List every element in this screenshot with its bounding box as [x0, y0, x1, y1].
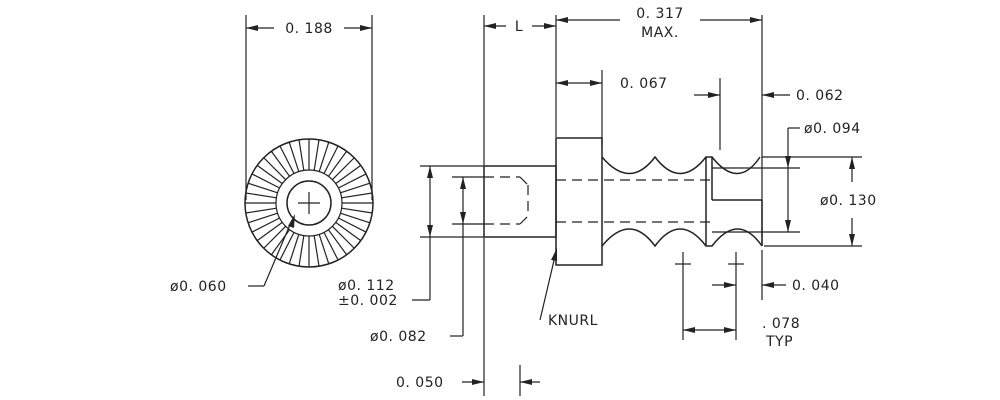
- knurl-ray: [298, 235, 305, 267]
- knurl-head: [555, 137, 603, 266]
- grooved-body-bottom: [601, 228, 763, 248]
- knurl-ray: [288, 141, 300, 172]
- knurl-ray: [327, 229, 348, 256]
- knurl-ray: [279, 232, 295, 261]
- dim-0112-label: ø0. 112: [338, 278, 395, 294]
- bore-circle: [286, 180, 332, 226]
- knurl-label: KNURL: [548, 313, 598, 329]
- dim-L-label: L: [515, 19, 523, 35]
- knurl-ray: [279, 145, 295, 174]
- dim-tol-label: ±0. 002: [338, 293, 398, 309]
- knurl-ray: [318, 234, 330, 265]
- dim-0130-label: ø0. 130: [820, 193, 877, 209]
- knurl-ray: [247, 182, 278, 194]
- knurl-ray: [263, 225, 287, 249]
- knurl-ray: [270, 150, 291, 177]
- knurl-rays: [245, 139, 373, 267]
- knurl-ray: [313, 235, 320, 267]
- dim-0317-label: 0. 317: [636, 6, 684, 22]
- knurl-ray: [245, 207, 277, 214]
- knurl-ray: [335, 164, 362, 185]
- knurl-ray: [298, 139, 305, 171]
- dim-0060-label: ø0. 060: [170, 279, 227, 295]
- dim-0094-label: ø0. 094: [804, 121, 861, 137]
- dim-0050-label: 0. 050: [396, 375, 444, 391]
- dim-typ-label: TYP: [765, 334, 793, 350]
- knurl-ray: [323, 232, 339, 261]
- side-view: L 0. 317 MAX. 0. 067 0. 062 ø0. 094: [338, 6, 877, 396]
- knurl-ray: [331, 225, 355, 249]
- knurl-ray: [338, 217, 367, 233]
- knurl-ray: [251, 217, 280, 233]
- dim-0040-label: 0. 040: [792, 278, 840, 294]
- knurl-ray: [341, 192, 373, 199]
- knurl-ray: [263, 157, 287, 181]
- knurl-ray: [323, 145, 339, 174]
- dim-0082-label: ø0. 082: [370, 329, 427, 345]
- end-view: 0. 188 ø0. 060: [170, 15, 374, 295]
- knurl-ray: [318, 141, 330, 172]
- dim-0062-label: 0. 062: [796, 88, 844, 104]
- knurl-ray: [327, 150, 348, 177]
- knurl-ray: [288, 234, 300, 265]
- knurl-ray: [247, 212, 278, 224]
- grooved-body-top: [601, 155, 761, 175]
- dim-0188-label: 0. 188: [285, 21, 333, 37]
- knurl-ray: [335, 221, 362, 242]
- knurl-ray: [338, 173, 367, 189]
- knurl-ray: [313, 139, 320, 171]
- knurl-ray: [340, 212, 371, 224]
- knurl-ray: [341, 207, 373, 214]
- dim-0067-label: 0. 067: [620, 76, 668, 92]
- knurl-ray: [331, 157, 355, 181]
- dim-078-label: . 078: [762, 316, 800, 332]
- knurl-ray: [340, 182, 371, 194]
- knurl-ray: [256, 221, 283, 242]
- knurl-ray: [251, 173, 280, 189]
- knurl-ray: [256, 164, 283, 185]
- knurl-ray: [245, 192, 277, 199]
- dim-max-label: MAX.: [641, 25, 679, 41]
